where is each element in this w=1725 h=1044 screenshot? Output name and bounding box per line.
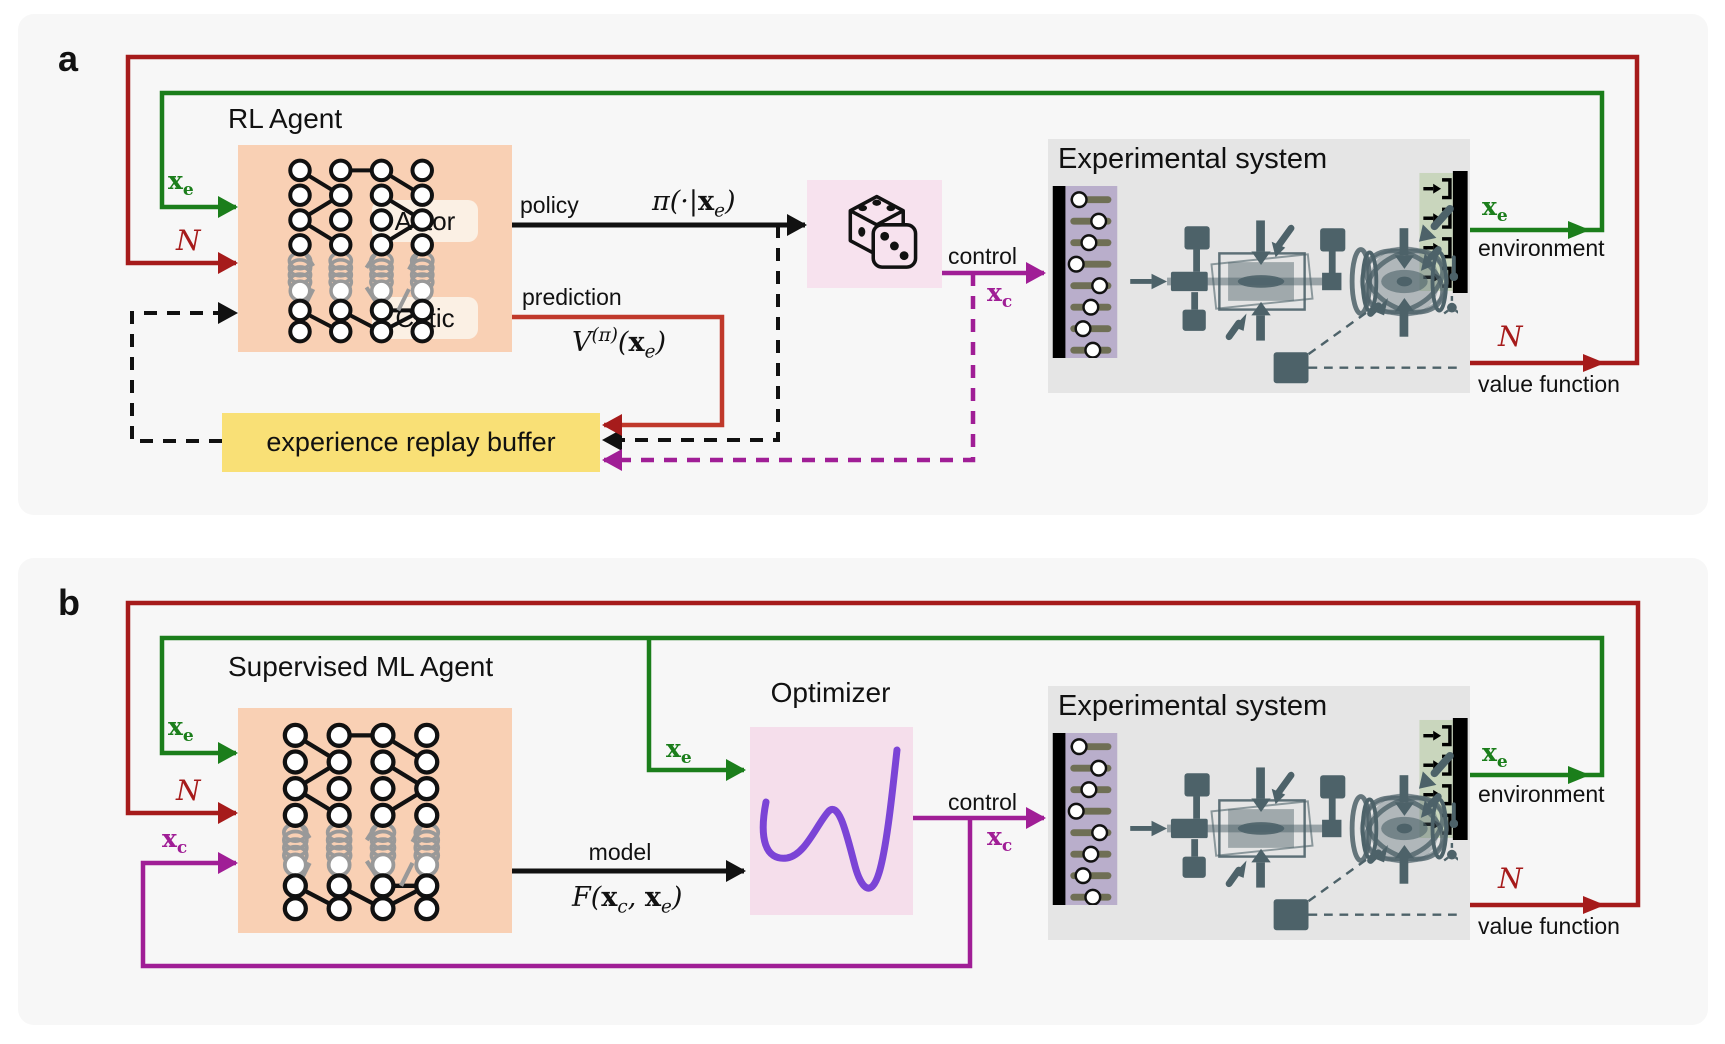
experimental-system-box-b [1048, 686, 1470, 940]
panel-b-label: b [58, 582, 80, 623]
experimental-system-box-a [1048, 139, 1470, 393]
noise-input-label-a: N [176, 224, 201, 257]
noise-output-label-a: N [1498, 320, 1523, 353]
experimental-system-title-b: Experimental system [1058, 690, 1328, 722]
noise-output-label-b: N [1498, 862, 1523, 895]
environment-label-b: environment [1478, 781, 1605, 807]
xe-optimizer-label: xe [666, 734, 692, 768]
supervised-agent-box [238, 708, 512, 933]
xe-output-label-b: xe [1482, 738, 1508, 772]
optimizer-box [750, 727, 913, 915]
supervised-agent-title: Supervised ML Agent [228, 651, 494, 682]
optimizer-title: Optimizer [770, 677, 891, 708]
rl-agent-title: RL Agent [228, 103, 343, 134]
control-label-b: control [948, 789, 1018, 815]
model-label: model [588, 839, 652, 865]
critic-label: Critic [395, 302, 455, 333]
model-math-label: F(xc, xe) [572, 882, 683, 918]
value-function-label-a: value function [1478, 371, 1620, 397]
prediction-label: prediction [522, 284, 622, 310]
policy-math-label: π(·|xe) [652, 186, 736, 222]
xe-output-label-a: xe [1482, 192, 1508, 226]
policy-label: policy [520, 192, 579, 218]
buffer-label: experience replay buffer [266, 427, 556, 457]
panel-a-label: a [58, 38, 79, 79]
experience-replay-buffer-box: experience replay buffer [222, 413, 600, 472]
value-function-label-b: value function [1478, 913, 1620, 939]
environment-label-a: environment [1478, 235, 1605, 261]
xc-out-label-b: xc [987, 822, 1013, 856]
value-math-label: V(π)(xe) [572, 325, 666, 363]
xc-input-label-b: xc [162, 824, 188, 858]
dice-box [807, 180, 942, 288]
experimental-system-title-a: Experimental system [1058, 143, 1328, 175]
actor-box: Actor [372, 200, 478, 242]
xc-out-label-a: xc [987, 278, 1013, 312]
actor-label: Actor [394, 205, 456, 236]
noise-input-label-b: N [176, 774, 201, 807]
xe-input-label-a: xe [168, 166, 194, 200]
xe-input-label-b: xe [168, 712, 194, 746]
control-label-a: control [948, 243, 1018, 269]
critic-box: Critic [372, 297, 478, 339]
